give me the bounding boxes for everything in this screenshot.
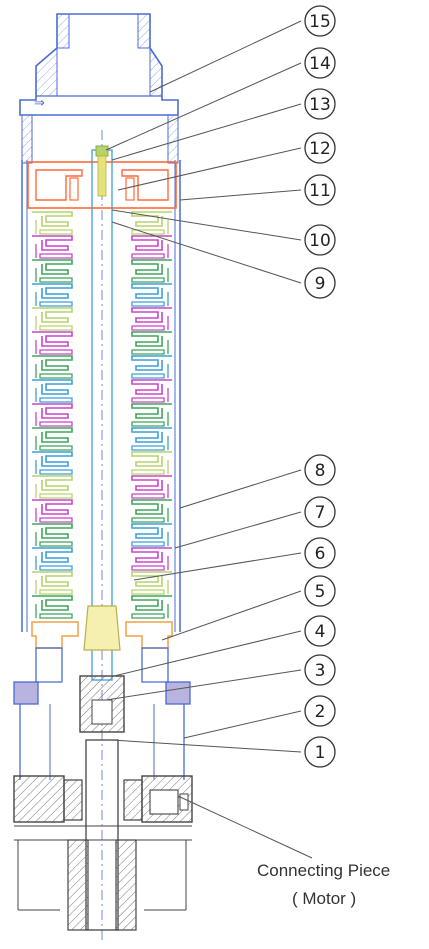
callout-15: 15	[304, 5, 336, 37]
callout-8: 8	[304, 454, 336, 486]
callout-circle	[304, 496, 336, 528]
callout-label: 1	[315, 743, 326, 763]
motor-connecting-piece	[13, 739, 193, 931]
callout-2: 2	[304, 695, 336, 727]
callout-circle	[304, 736, 336, 768]
callout-label: 12	[309, 139, 331, 159]
callout-circle	[304, 537, 336, 569]
callout-circle	[304, 224, 336, 256]
caption-motor: ( Motor )	[292, 889, 356, 908]
shaft	[83, 130, 121, 940]
callout-circle	[304, 654, 336, 686]
callout-circle	[304, 5, 336, 37]
callout-10: 10	[304, 224, 336, 256]
callout-label: 5	[315, 582, 326, 602]
coupling	[79, 675, 125, 733]
callout-circle	[304, 615, 336, 647]
callout-5: 5	[304, 575, 336, 607]
callout-label: 8	[315, 461, 326, 481]
callout-9: 9	[304, 267, 336, 299]
callout-circle	[304, 267, 336, 299]
callout-circle	[304, 575, 336, 607]
callout-label: 6	[315, 544, 326, 564]
suction-interconnector	[13, 647, 191, 780]
callout-label: 10	[309, 231, 331, 251]
callout-3: 3	[304, 654, 336, 686]
callout-label: 15	[309, 12, 331, 32]
valve-block	[27, 161, 177, 209]
callout-label: 9	[315, 274, 326, 294]
callout-label: 2	[315, 702, 326, 722]
leader-lines	[105, 20, 313, 859]
callout-7: 7	[304, 496, 336, 528]
callout-label: 14	[309, 54, 331, 74]
callout-6: 6	[304, 537, 336, 569]
callout-12: 12	[304, 132, 336, 164]
callout-circle	[304, 695, 336, 727]
callout-4: 4	[304, 615, 336, 647]
callout-14: 14	[304, 47, 336, 79]
callout-circle	[304, 132, 336, 164]
callout-label: 3	[315, 661, 326, 681]
svg-text:⇒: ⇒	[34, 96, 45, 111]
callout-label: 11	[309, 181, 331, 201]
discharge-head: ⇒	[19, 13, 179, 164]
callout-label: 7	[315, 503, 326, 523]
callout-1: 1	[304, 736, 336, 768]
callout-circle	[304, 174, 336, 206]
callout-label: 4	[315, 622, 326, 642]
caption-connecting-piece: Connecting Piece	[257, 861, 390, 880]
callout-circle	[304, 47, 336, 79]
outer-casing	[21, 160, 181, 632]
callout-circle	[304, 454, 336, 486]
callout-circle	[304, 88, 336, 120]
callout-11: 11	[304, 174, 336, 206]
callout-13: 13	[304, 88, 336, 120]
callout-label: 13	[309, 95, 331, 115]
callout-numbers: 15 14 13 12 11 10 9 8 7 6 5 4 3 2 1	[304, 5, 336, 768]
